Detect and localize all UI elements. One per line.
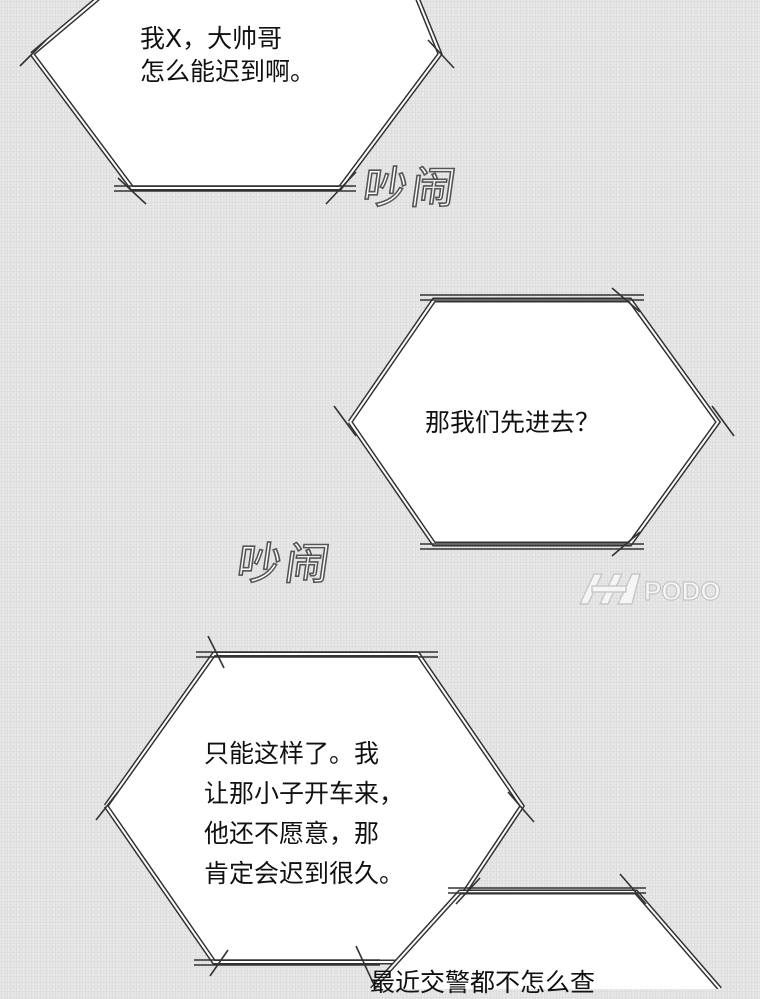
speech-bubble-2: [333, 287, 735, 557]
speech-bubble-1-text: 我X，大帅哥 怎么能迟到啊。: [140, 22, 315, 88]
podo-watermark-logo: PODO: [578, 573, 721, 606]
speech-bubble-2-text: 那我们先进去？: [425, 406, 600, 439]
speech-bubble-3: [95, 635, 535, 977]
dialogue-line: 让那小子开车来，: [204, 779, 405, 808]
watermark-text: PODO: [644, 576, 721, 606]
dialogue-line: 怎么能迟到啊。: [140, 57, 316, 86]
speech-bubble-4: [355, 873, 722, 989]
speech-bubble-1: [19, 0, 455, 205]
dialogue-line: 只能这样了。我: [204, 739, 380, 768]
dialogue-line: 那我们先进去？: [425, 408, 601, 437]
dialogue-line: 肯定会迟到很久。: [204, 859, 405, 888]
sound-effect-text: 吵闹: [359, 162, 464, 215]
sound-effect-text: 吵闹: [233, 538, 338, 591]
speech-bubble-3-text: 只能这样了。我 让那小子开车来， 他还不愿意，那 肯定会迟到很久。: [204, 734, 404, 894]
dialogue-line: 最近交警都不怎么查: [370, 968, 596, 997]
speech-bubble-4-text: 最近交警都不怎么查: [370, 966, 595, 999]
dialogue-line: 他还不愿意，那: [204, 819, 380, 848]
dialogue-line: 我X，大帅哥: [140, 24, 283, 53]
